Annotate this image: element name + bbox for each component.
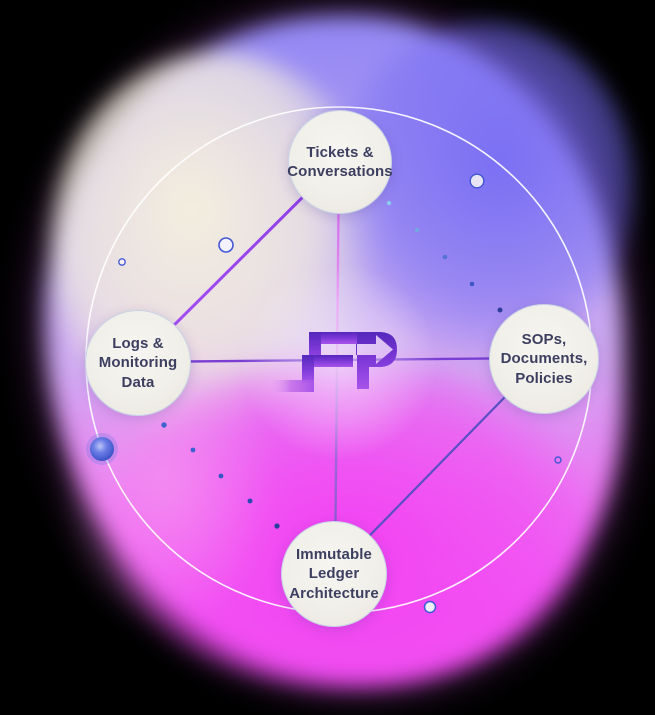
- node-sops-documents-policies: SOPs, Documents, Policies: [489, 304, 599, 414]
- fp-arrow-logo-icon: [272, 332, 397, 392]
- node-tickets-conversations-label: Tickets & Conversations: [287, 143, 393, 180]
- accent-dots-top-right: [386, 173, 503, 313]
- node-immutable-ledger-architecture: Immutable Ledger Architecture: [281, 521, 387, 627]
- node-logs-monitoring-data-label: Logs & Monitoring Data: [98, 335, 178, 391]
- logo-foot-bar: [272, 380, 314, 392]
- node-sops-documents-policies-label: SOPs, Documents, Policies: [500, 331, 588, 387]
- node-tickets-conversations: Tickets & Conversations: [287, 110, 393, 214]
- accent-rings: [118, 237, 562, 614]
- accent-dots-bottom-left: [86, 422, 280, 529]
- node-immutable-ledger-architecture-label: Immutable Ledger Architecture: [289, 546, 379, 602]
- node-logs-monitoring-data: Logs & Monitoring Data: [85, 310, 191, 416]
